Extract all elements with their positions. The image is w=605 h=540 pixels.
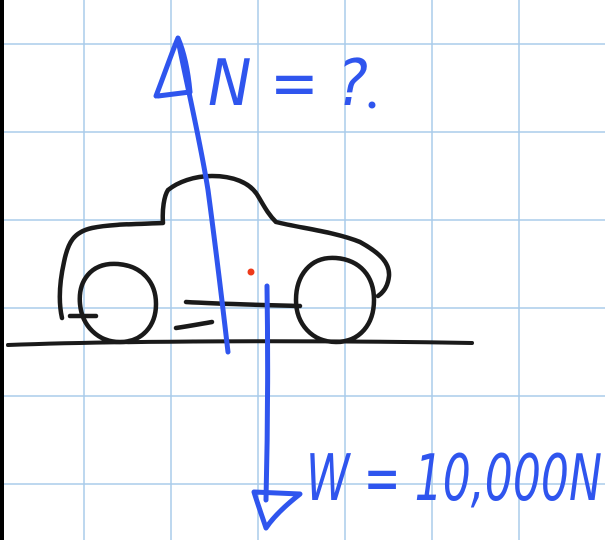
ink-dot xyxy=(368,101,376,109)
arrow-down-icon xyxy=(251,283,303,531)
arrow-up-icon xyxy=(153,35,231,355)
ground-line xyxy=(6,339,474,347)
car-sketch-icon xyxy=(57,173,392,345)
normal-force-label: N = ? xyxy=(208,47,368,121)
left-edge-bar xyxy=(0,0,4,540)
center-of-mass-dot xyxy=(247,268,255,276)
weight-label: W = 10,000N xyxy=(306,442,602,516)
